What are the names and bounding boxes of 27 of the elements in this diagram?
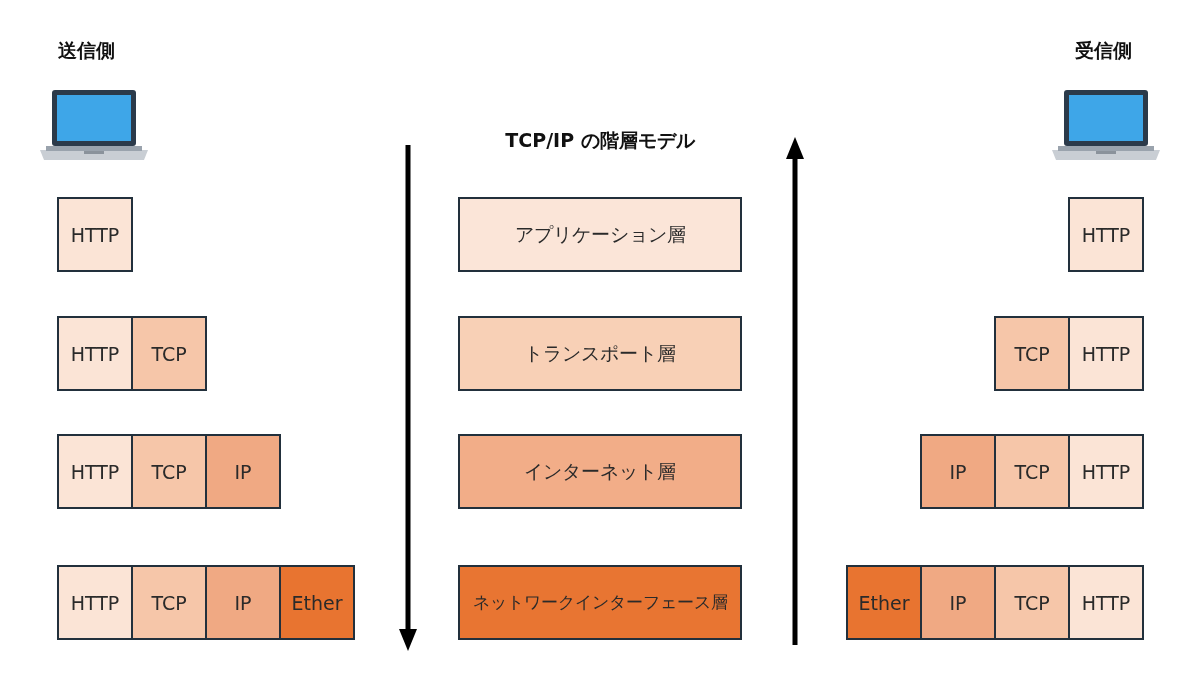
- protocol-box: IP: [920, 565, 996, 640]
- protocol-box: HTTP: [1068, 197, 1144, 272]
- protocol-box: Ether: [846, 565, 922, 640]
- protocol-box: IP: [205, 434, 281, 509]
- protocol-box: HTTP: [1068, 316, 1144, 391]
- side-label: 送信側: [58, 38, 115, 63]
- layer-box: アプリケーション層: [458, 197, 742, 272]
- layer-box: ネットワークインターフェース層: [458, 565, 742, 640]
- layer-box: インターネット層: [458, 434, 742, 509]
- protocol-box: IP: [205, 565, 281, 640]
- protocol-box: TCP: [994, 565, 1070, 640]
- layer-box: トランスポート層: [458, 316, 742, 391]
- diagram-title: TCP/IP の階層モデル: [505, 128, 695, 153]
- protocol-box: HTTP: [57, 197, 133, 272]
- protocol-box: HTTP: [57, 434, 133, 509]
- protocol-box: HTTP: [57, 565, 133, 640]
- protocol-box: TCP: [131, 316, 207, 391]
- protocol-box: TCP: [131, 565, 207, 640]
- protocol-box: HTTP: [57, 316, 133, 391]
- protocol-box: IP: [920, 434, 996, 509]
- protocol-box: Ether: [279, 565, 355, 640]
- protocol-box: TCP: [131, 434, 207, 509]
- protocol-box: TCP: [994, 316, 1070, 391]
- protocol-box: HTTP: [1068, 565, 1144, 640]
- protocol-box: TCP: [994, 434, 1070, 509]
- side-label: 受信側: [1075, 38, 1132, 63]
- protocol-box: HTTP: [1068, 434, 1144, 509]
